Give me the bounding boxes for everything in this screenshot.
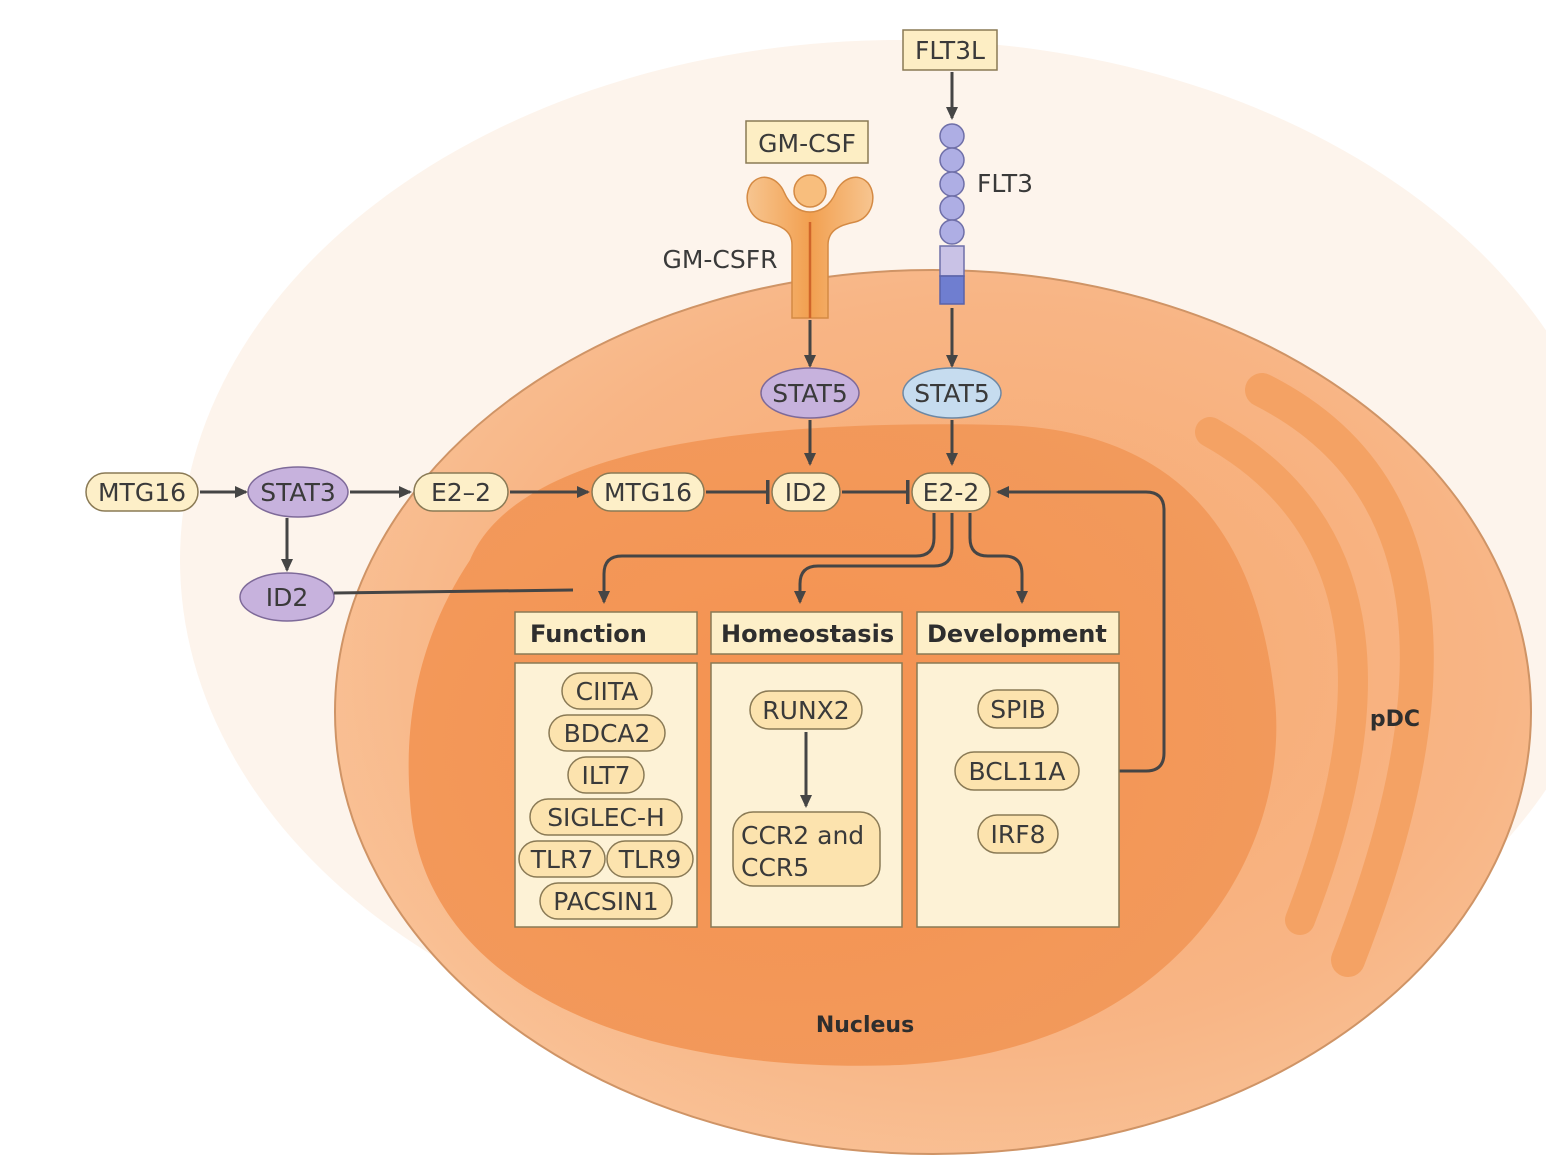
gene-spib-label: SPIB bbox=[990, 695, 1045, 724]
arrow-e22-development bbox=[968, 513, 1028, 604]
homeostasis-panel: Homeostasis RUNX2 CCR2 and CCR5 bbox=[710, 611, 903, 928]
gmcsf-box bbox=[745, 120, 869, 164]
stat5-left-label: STAT5 bbox=[772, 379, 848, 408]
gene-ccr2-ccr5-node bbox=[732, 811, 881, 887]
development-header: Development bbox=[927, 620, 1107, 648]
gene-tlr9-node bbox=[606, 840, 694, 878]
gene-irf8-node bbox=[977, 814, 1059, 854]
gene-ilt7-node bbox=[567, 756, 645, 794]
er-arcs bbox=[1195, 373, 1434, 977]
gene-bcl11a-label: BCL11A bbox=[968, 757, 1065, 786]
flt3-receptor-icon bbox=[939, 123, 965, 305]
gene-irf8-label: IRF8 bbox=[990, 820, 1045, 849]
gene-ilt7-label: ILT7 bbox=[581, 761, 630, 790]
arrow-bcl11a-e22-feedback bbox=[996, 486, 1166, 773]
stat5-right-label: STAT5 bbox=[914, 379, 990, 408]
gene-spib-node bbox=[977, 689, 1059, 729]
gene-tlr7-label: TLR7 bbox=[530, 845, 593, 874]
e22-main-node bbox=[911, 472, 991, 512]
development-header-box bbox=[916, 611, 1120, 655]
id2-mid-node bbox=[771, 472, 841, 512]
e22-main-label: E2-2 bbox=[923, 478, 980, 507]
id2-to-function-line bbox=[333, 588, 574, 595]
gene-siglech-label: SIGLEC-H bbox=[547, 803, 665, 832]
stat5-left-node bbox=[760, 367, 860, 419]
homeostasis-header-box bbox=[710, 611, 903, 655]
gene-tlr7-node bbox=[518, 840, 606, 878]
gene-ciita-label: CIITA bbox=[576, 677, 639, 706]
function-header-box bbox=[514, 611, 698, 655]
gene-tlr9-label: TLR9 bbox=[618, 845, 681, 874]
stat3-label: STAT3 bbox=[260, 478, 336, 507]
gene-bcl11a-node bbox=[954, 751, 1080, 791]
e22-left-node bbox=[413, 472, 509, 512]
gene-ciita-node bbox=[561, 672, 653, 710]
gene-ccr5-line-label: CCR5 bbox=[741, 853, 809, 882]
e22-left-label: E2–2 bbox=[431, 478, 491, 507]
homeostasis-header: Homeostasis bbox=[721, 620, 894, 648]
id2-lower-node bbox=[239, 572, 335, 622]
development-panel: Development SPIB BCL11A IRF8 bbox=[916, 611, 1120, 928]
mtg16-mid-node bbox=[591, 472, 705, 512]
function-panel: Function CIITA BDCA2 ILT7 SIGLEC-H TLR7 … bbox=[514, 611, 698, 928]
gene-siglech-node bbox=[529, 798, 683, 836]
gene-pacsin1-node bbox=[539, 882, 673, 920]
arrow-e22-homeostasis bbox=[794, 513, 954, 604]
gene-runx2-node bbox=[749, 690, 863, 730]
gene-runx2-label: RUNX2 bbox=[762, 696, 849, 725]
mtg16-left-label: MTG16 bbox=[98, 478, 186, 507]
gene-bdca2-node bbox=[548, 714, 666, 752]
nucleus-label: Nucleus bbox=[816, 1013, 914, 1038]
gmcsfr-label: GM-CSFR bbox=[662, 245, 777, 274]
gene-bdca2-label: BDCA2 bbox=[564, 719, 651, 748]
function-header: Function bbox=[530, 620, 647, 648]
arrow-e22-function bbox=[598, 513, 936, 604]
flt3l-label: FLT3L bbox=[915, 36, 985, 65]
mtg16-left-node bbox=[85, 472, 199, 512]
id2-lower-label: ID2 bbox=[266, 583, 309, 612]
flt3-label: FLT3 bbox=[977, 169, 1033, 198]
mtg16-mid-label: MTG16 bbox=[604, 478, 692, 507]
gmcsf-label: GM-CSF bbox=[758, 129, 856, 158]
pdc-label: pDC bbox=[1370, 707, 1420, 732]
gene-pacsin1-label: PACSIN1 bbox=[553, 887, 658, 916]
gene-ccr2-line-label: CCR2 and bbox=[741, 821, 864, 850]
gmcsfr-receptor-icon bbox=[746, 174, 874, 319]
stat3-node bbox=[247, 466, 349, 518]
flt3l-box bbox=[902, 29, 998, 71]
id2-mid-label: ID2 bbox=[785, 478, 828, 507]
stat5-right-node bbox=[902, 367, 1002, 419]
